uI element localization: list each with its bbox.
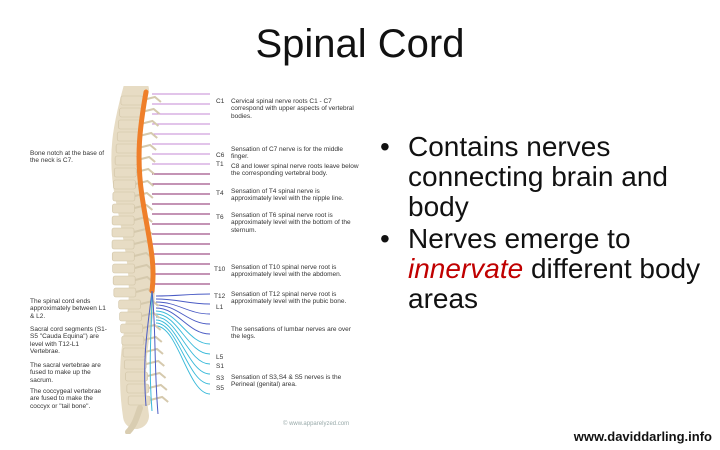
- note-t4-sensation: Sensation of T4 spinal nerve is approxim…: [231, 188, 344, 203]
- spinal-nerve-line: [155, 293, 211, 297]
- source-credit: www.daviddarling.info: [573, 429, 712, 444]
- spinal-nerve-line: [155, 310, 211, 345]
- vertebra: [116, 131, 140, 142]
- note-t10-sensation: Sensation of T10 spinal nerve root is ap…: [231, 264, 342, 279]
- spinal-cord-diagram: Bone notch at the base of the neck is C7…: [28, 86, 363, 434]
- vertebra: [112, 191, 136, 202]
- vertebra: [119, 311, 142, 322]
- innervate-emphasis: innervate: [408, 253, 524, 284]
- spinal-nerve-line: [155, 319, 211, 375]
- bullet-text-start: Nerves emerge to: [408, 223, 631, 254]
- spinal-nerve-line: [155, 304, 211, 325]
- spinous-process: [147, 371, 167, 379]
- note-c7-sensation: Sensation of C7 nerve is for the middle …: [231, 146, 344, 161]
- bullet-dot: •: [380, 131, 390, 162]
- spinous-process: [134, 191, 154, 199]
- vertebra: [111, 215, 135, 226]
- bullet-text: Contains nerves connecting brain and bod…: [408, 131, 668, 222]
- label-l5: L5: [216, 354, 224, 361]
- vertebra: [113, 287, 137, 298]
- note-c8-roots: C8 and lower spinal nerve roots leave be…: [231, 163, 359, 178]
- vertebra: [112, 263, 135, 274]
- vertebra: [127, 395, 151, 406]
- spinous-process: [134, 203, 154, 211]
- label-s5: S5: [216, 385, 224, 392]
- vertebra: [111, 239, 135, 250]
- note-sacral-vertebrae: The sacral vertebrae are fused to make u…: [30, 362, 101, 384]
- label-t4: T4: [216, 190, 224, 197]
- spinal-nerve-line: [155, 313, 211, 355]
- watermark: © www.apparelyzed.com: [283, 421, 350, 427]
- spinous-process: [143, 335, 163, 343]
- vertebra: [114, 155, 138, 166]
- spinal-nerve-line: [155, 325, 211, 395]
- spinous-process: [137, 143, 157, 151]
- spinous-process: [141, 107, 161, 115]
- vertebra: [122, 347, 146, 358]
- note-sacral-segments: Sacral cord segments (S1-S5 "Cauda Equin…: [30, 326, 107, 356]
- note-sacral-sensation: Sensation of S3,S4 & S5 nerves is the Pe…: [231, 374, 342, 389]
- bullet-dot: •: [380, 223, 390, 254]
- label-t1: T1: [216, 161, 224, 168]
- vertebra: [118, 119, 141, 130]
- spinous-process: [144, 347, 164, 355]
- bullet-item: • Nerves emerge to innervate different b…: [380, 224, 710, 314]
- note-cervical-roots: Cervical spinal nerve roots C1 - C7 corr…: [231, 98, 354, 120]
- note-t12-sensation: Sensation of T12 spinal nerve root is ap…: [231, 291, 347, 306]
- vertebra: [123, 359, 147, 370]
- note-lumbar-sensation: The sensations of lumbar nerves are over…: [231, 326, 351, 341]
- vertebra: [113, 179, 136, 190]
- label-s3: S3: [216, 375, 224, 382]
- label-t12: T12: [214, 293, 226, 300]
- bullet-text-end: different body areas: [408, 253, 701, 314]
- note-bone-notch: Bone notch at the base of the neck is C7…: [30, 150, 105, 165]
- spinal-nerve-line: [155, 322, 211, 385]
- slide-title: Spinal Cord: [255, 22, 465, 66]
- label-t10: T10: [214, 266, 226, 273]
- label-l1: L1: [216, 304, 224, 311]
- vertebra: [118, 299, 141, 310]
- spinous-process: [138, 131, 158, 139]
- vertebra: [111, 251, 135, 262]
- label-t6: T6: [216, 214, 224, 221]
- vertebra: [113, 167, 137, 178]
- vertebra: [112, 275, 136, 286]
- vertebra: [119, 107, 142, 118]
- vertebra: [115, 143, 139, 154]
- bullet-list: • Contains nerves connecting brain and b…: [380, 132, 710, 316]
- spinous-process: [148, 383, 168, 391]
- vertebra: [120, 323, 143, 334]
- vertebra: [121, 335, 145, 346]
- spine-illustration: [111, 86, 211, 434]
- vertebra: [126, 383, 150, 394]
- note-coccyx: The coccygeal vertebrae are fused to mak…: [30, 388, 102, 410]
- label-c6: C6: [216, 152, 225, 159]
- spinal-nerve-line: [155, 307, 211, 335]
- vertebra: [125, 371, 148, 382]
- spinous-process: [140, 119, 160, 127]
- note-cord-end: The spinal cord ends approximately betwe…: [30, 298, 106, 320]
- bullet-item: • Contains nerves connecting brain and b…: [380, 132, 710, 222]
- spinous-process: [149, 395, 169, 403]
- label-s1: S1: [216, 363, 224, 370]
- note-t6-sensation: Sensation of T6 spinal nerve root is app…: [231, 212, 351, 234]
- spinal-nerve-line: [155, 301, 211, 315]
- spinal-nerve-line: [155, 298, 211, 305]
- vertebra: [120, 95, 144, 106]
- vertebra: [111, 227, 135, 238]
- spinal-nerve-line: [155, 316, 211, 365]
- vertebra: [112, 203, 135, 214]
- label-c1: C1: [216, 98, 225, 105]
